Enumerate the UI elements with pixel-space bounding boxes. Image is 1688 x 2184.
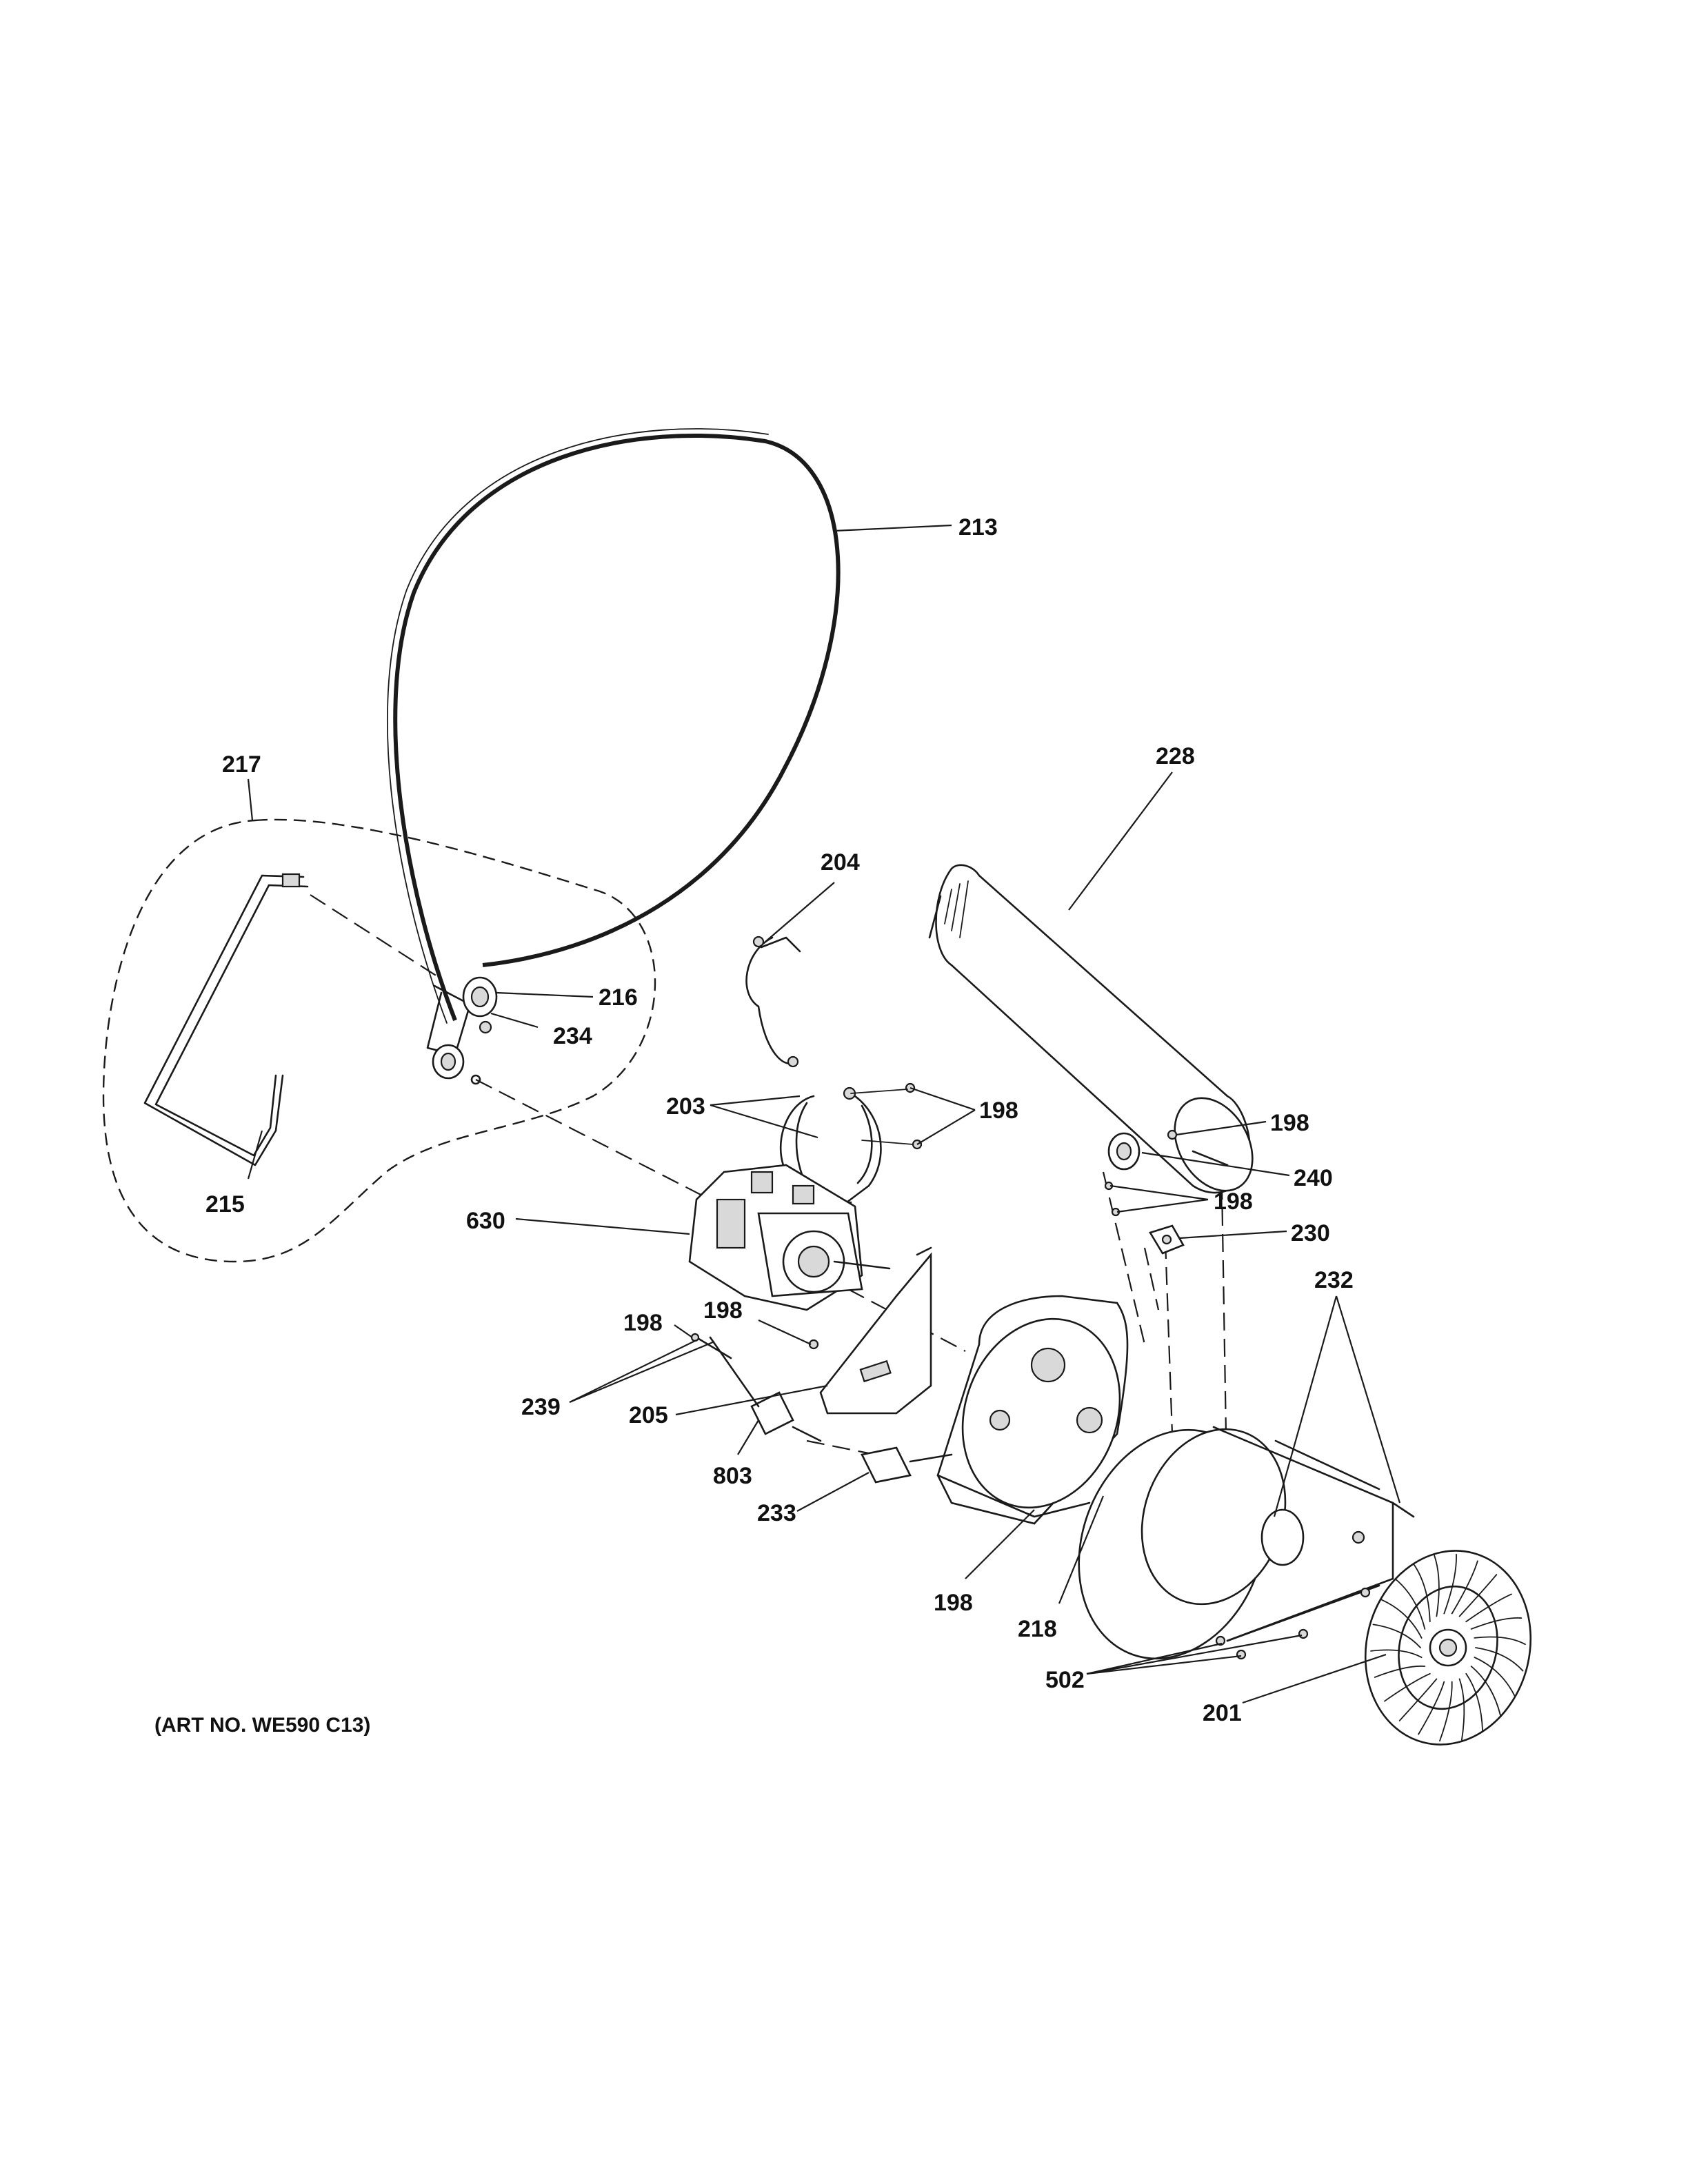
fan-blade (1384, 1672, 1431, 1702)
motor-clip-204 (745, 936, 801, 1068)
thermostat-240 (1107, 1129, 1178, 1171)
fan-blade (1370, 1649, 1423, 1658)
fan-blade (1394, 1578, 1426, 1630)
fan-blade (1372, 1624, 1421, 1648)
idler-assembly-outline (102, 818, 656, 1263)
fan-blade (1474, 1657, 1516, 1697)
fan-blade (1374, 1665, 1426, 1678)
callout-213: 213 (958, 514, 998, 540)
blower-wheel (1364, 1550, 1532, 1746)
switch-803 (750, 1391, 822, 1442)
fan-blade (1465, 1672, 1484, 1732)
fan-blade (1443, 1553, 1457, 1615)
alignment-line (475, 1079, 711, 1200)
thermal-fuse-230 (1104, 1181, 1185, 1255)
blower-housing (1078, 1426, 1415, 1660)
callout-228: 228 (1156, 743, 1195, 769)
callout-218: 218 (1018, 1616, 1057, 1642)
fan-blade (1458, 1574, 1498, 1617)
fan-blade (1398, 1678, 1438, 1721)
callout-203: 203 (666, 1093, 705, 1120)
callout-198-f: 198 (934, 1590, 973, 1616)
callout-215: 215 (205, 1191, 245, 1217)
callout-216: 216 (599, 984, 638, 1011)
fan-blade (1439, 1681, 1453, 1742)
art-number: (ART NO. WE590 C13) (154, 1714, 370, 1737)
drive-belt (386, 428, 841, 1024)
callout-201: 201 (1203, 1700, 1242, 1726)
leader-lines (247, 524, 1401, 1704)
callout-630: 630 (466, 1208, 505, 1234)
callout-803: 803 (713, 1463, 752, 1489)
wire-connector-233 (861, 1446, 953, 1484)
idler-pulley (426, 976, 498, 1085)
fan-blade (1451, 1560, 1478, 1615)
alignment-line (1102, 1171, 1146, 1345)
fan-blade (1470, 1617, 1523, 1630)
callout-217: 217 (222, 751, 261, 778)
callout-198-a: 198 (979, 1098, 1018, 1124)
callout-205: 205 (629, 1402, 668, 1428)
fan-blade (1465, 1593, 1512, 1623)
callout-198-d: 198 (623, 1310, 663, 1336)
callout-198-b: 198 (1270, 1110, 1309, 1136)
fan-blade (1470, 1666, 1502, 1717)
callout-198-c: 198 (1214, 1189, 1253, 1215)
idler-arm (143, 873, 309, 1166)
alignment-line (806, 1439, 876, 1456)
callout-232: 232 (1314, 1267, 1354, 1293)
callout-204: 204 (821, 849, 860, 876)
callout-233: 233 (757, 1500, 796, 1526)
callout-239: 239 (521, 1394, 561, 1420)
blower-housing-rear (936, 1295, 1129, 1525)
fan-blade (1412, 1563, 1431, 1623)
screws-239 (690, 1333, 819, 1408)
fan-blade (1475, 1647, 1524, 1672)
callout-234: 234 (553, 1023, 592, 1049)
motor-bracket (819, 1246, 932, 1415)
lint-duct (928, 864, 1254, 1194)
callout-198-e: 198 (703, 1297, 743, 1324)
drive-motor (688, 1164, 891, 1311)
fan-blade (1458, 1678, 1465, 1741)
alignment-line (1164, 1240, 1174, 1435)
alignment-line (1143, 1247, 1160, 1311)
fan-blade (1380, 1599, 1423, 1639)
fan-blade (1434, 1555, 1440, 1617)
callout-502: 502 (1045, 1667, 1085, 1693)
callout-240: 240 (1294, 1165, 1333, 1191)
fan-blade (1474, 1636, 1526, 1646)
fan-blade (1418, 1681, 1445, 1735)
callout-230: 230 (1291, 1220, 1330, 1246)
